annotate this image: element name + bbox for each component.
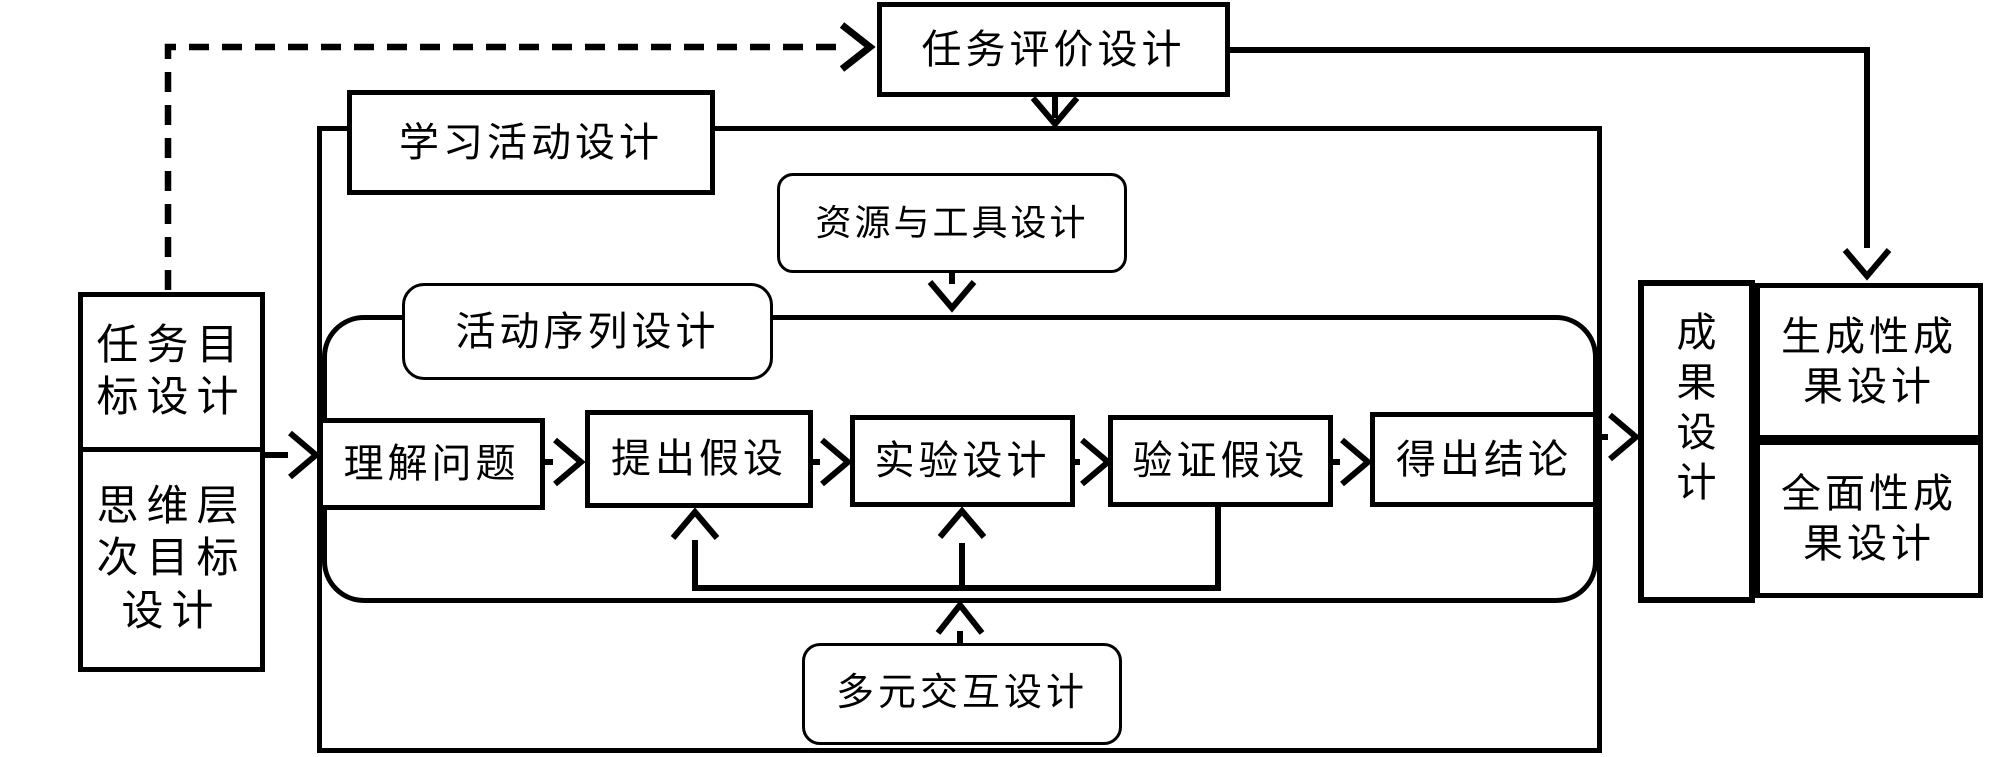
chain-arrowhead-3-icon xyxy=(1080,437,1113,487)
chain-arrowhead-2-icon xyxy=(820,437,853,487)
node-propose-hypothesis: 提出假设 xyxy=(585,410,813,508)
node-task-goal: 任务目标设计 xyxy=(78,292,265,452)
node-learning-activity: 学习活动设计 xyxy=(347,90,715,195)
resources-down-arrowhead-icon xyxy=(927,280,977,313)
dashed-connector xyxy=(164,43,846,290)
eval-down-arrowhead-icon xyxy=(1030,96,1080,129)
node-thinking-level-goal: 思维层次目标设计 xyxy=(78,447,265,672)
node-experiment-design: 实验设计 xyxy=(850,415,1075,507)
node-thinking-level-goal-label: 思维层次目标设计 xyxy=(96,483,247,635)
node-resources-tools-label: 资源与工具设计 xyxy=(815,202,1089,243)
eval-to-outcome-route xyxy=(1230,47,1870,248)
node-draw-conclusion-label: 得出结论 xyxy=(1396,436,1572,482)
node-task-evaluation-label: 任务评价设计 xyxy=(921,26,1186,72)
node-experiment-design-label: 实验设计 xyxy=(874,438,1051,483)
node-activity-sequence-label: 活动序列设计 xyxy=(455,308,720,354)
node-learning-activity-label: 学习活动设计 xyxy=(399,119,663,165)
node-multi-interaction: 多元交互设计 xyxy=(802,643,1122,745)
dashed-arrowhead-right-icon xyxy=(839,22,876,72)
node-comprehensive-outcome-label: 全面性成果设计 xyxy=(1781,471,1957,566)
node-task-goal-label: 任务目标设计 xyxy=(96,322,247,422)
eval-to-outcome-arrowhead-icon xyxy=(1842,248,1892,281)
node-task-evaluation: 任务评价设计 xyxy=(877,2,1230,97)
node-comprehensive-outcome: 全面性成果设计 xyxy=(1755,440,1983,598)
chain-arrowhead-4-icon xyxy=(1340,437,1373,487)
node-resources-tools: 资源与工具设计 xyxy=(777,173,1127,273)
node-verify-hypothesis-label: 验证假设 xyxy=(1132,438,1309,483)
node-understand-problem-label: 理解问题 xyxy=(343,441,520,486)
conclusion-to-outcome-arrowhead-icon xyxy=(1608,412,1641,462)
node-understand-problem: 理解问题 xyxy=(318,418,545,510)
node-generative-outcome-label: 生成性成果设计 xyxy=(1781,313,1957,409)
node-multi-interaction-label: 多元交互设计 xyxy=(835,672,1088,715)
feedback-arrowhead-propose-icon xyxy=(670,507,720,540)
node-propose-hypothesis-label: 提出假设 xyxy=(611,436,787,481)
node-generative-outcome: 生成性成果设计 xyxy=(1755,283,1983,440)
node-activity-sequence: 活动序列设计 xyxy=(402,283,773,380)
node-outcome-design-label: 成果设计 xyxy=(1676,310,1717,505)
node-draw-conclusion: 得出结论 xyxy=(1370,412,1598,507)
chain-arrowhead-1-icon xyxy=(553,437,586,487)
node-outcome-design: 成果设计 xyxy=(1638,280,1755,603)
feedback-path xyxy=(692,507,1221,591)
node-verify-hypothesis: 验证假设 xyxy=(1108,415,1333,507)
interaction-up-arrowhead-icon xyxy=(935,600,985,635)
feedback-arrowhead-experiment-icon xyxy=(937,506,987,539)
goal-to-chain-arrowhead-icon xyxy=(288,430,321,480)
